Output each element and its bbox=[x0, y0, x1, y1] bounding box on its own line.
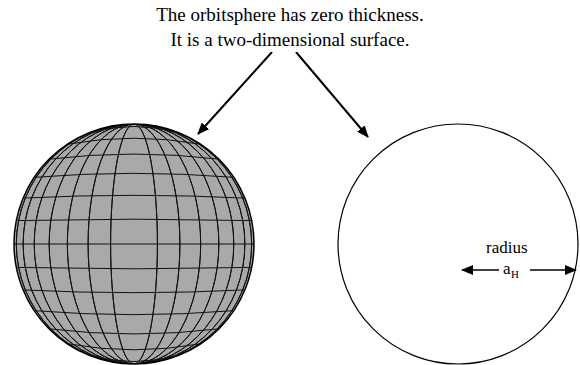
latitude-line bbox=[88, 126, 180, 133]
latitude-line bbox=[14, 244, 254, 245]
latitude-line bbox=[88, 355, 180, 362]
sphere-fill bbox=[14, 124, 254, 364]
meridian-line bbox=[111, 124, 158, 364]
radius-arrow bbox=[462, 269, 499, 271]
meridian-line bbox=[23, 124, 245, 364]
leader-arrow bbox=[296, 52, 368, 137]
symbol-text: a bbox=[503, 259, 511, 279]
meridian-line bbox=[34, 124, 234, 364]
note-text: The orbitsphere has zero thickness. It i… bbox=[152, 2, 428, 52]
meridian-line bbox=[88, 124, 180, 364]
sphere-outline bbox=[14, 124, 254, 364]
dimension-label: radius bbox=[486, 238, 528, 258]
subscript-text: H bbox=[511, 268, 519, 281]
meridian-line bbox=[67, 124, 200, 364]
latitude-line bbox=[67, 344, 200, 350]
latitude-line bbox=[16, 267, 251, 268]
cross-section-circle bbox=[338, 124, 578, 364]
sphere-grid bbox=[14, 119, 254, 365]
radius-arrow bbox=[530, 269, 576, 271]
meridian-line bbox=[16, 124, 251, 364]
latitude-line bbox=[16, 219, 251, 220]
meridian-line bbox=[49, 124, 219, 364]
latitude-line bbox=[49, 329, 219, 334]
leader-arrow bbox=[198, 52, 272, 134]
